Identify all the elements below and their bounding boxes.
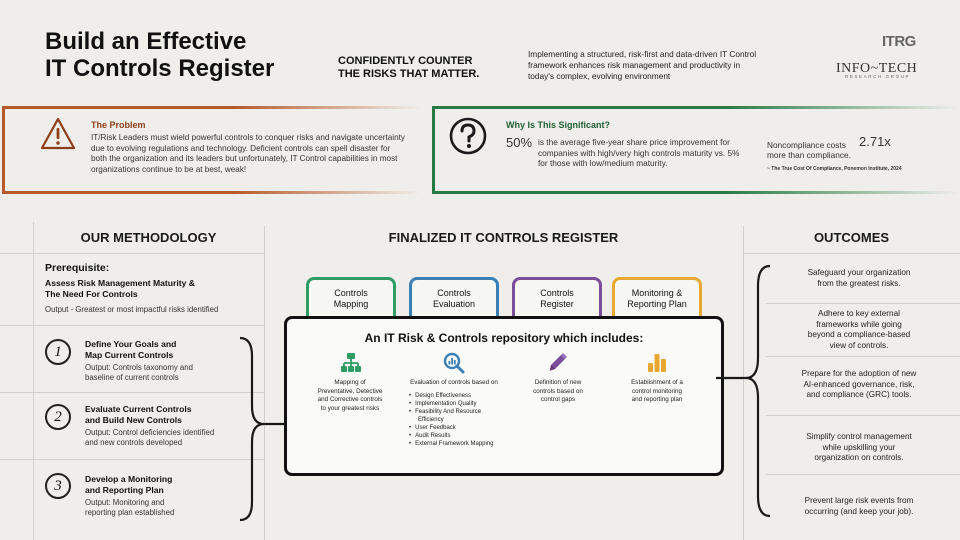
bar-chart-icon bbox=[648, 354, 666, 372]
prerequisite-title: Prerequisite: bbox=[45, 262, 110, 274]
evaluation-criteria-list: Design Effectiveness Implementation Qual… bbox=[409, 392, 519, 448]
evaluation-caption: Evaluation of controls based on bbox=[410, 379, 498, 386]
step-2-number: 2 bbox=[45, 404, 71, 430]
tab-controls-mapping: Controls Mapping bbox=[306, 277, 396, 321]
stat-50-text: is the average five-year share price imp… bbox=[538, 137, 740, 168]
tab-controls-register: Controls Register bbox=[512, 277, 602, 321]
step-3-number: 3 bbox=[45, 473, 71, 499]
problem-title: The Problem bbox=[91, 120, 146, 130]
register-heading: FINALIZED IT CONTROLS REGISTER bbox=[388, 230, 619, 245]
warning-icon bbox=[40, 117, 76, 150]
mapping-caption: Mapping of Preventative, Detective and C… bbox=[317, 379, 383, 412]
list-item: Feasibility And Resource bbox=[409, 408, 519, 416]
significance-title: Why Is This Significant? bbox=[506, 120, 611, 130]
monitoring-caption: Establishment of a control monitoring an… bbox=[631, 379, 683, 403]
question-icon bbox=[449, 117, 487, 155]
pencil-icon bbox=[549, 353, 567, 371]
step-2-title: Evaluate Current Controls and Build New … bbox=[85, 404, 192, 425]
list-item: User Feedback bbox=[409, 424, 519, 432]
noncompliance-suffix: more than compliance. bbox=[767, 150, 851, 160]
methodology-rule-1 bbox=[0, 325, 264, 326]
problem-box bbox=[2, 106, 420, 194]
outcome-rule-4 bbox=[766, 474, 960, 475]
methodology-heading: OUR METHODOLOGY bbox=[80, 230, 217, 245]
outcome-rule-3 bbox=[766, 415, 960, 416]
outcomes-header-rule bbox=[743, 253, 960, 254]
list-item: Design Effectiveness bbox=[409, 392, 519, 400]
outcomes-brace bbox=[716, 264, 771, 518]
new-controls-caption: Definition of new controls based on cont… bbox=[533, 379, 583, 403]
methodology-rule-2 bbox=[0, 392, 264, 393]
magnifier-chart-icon bbox=[443, 352, 465, 374]
prerequisite-subtitle: Assess Risk Management Maturity & The Ne… bbox=[45, 278, 195, 299]
repository-title: An IT Risk & Controls repository which i… bbox=[364, 331, 644, 345]
tagline: CONFIDENTLY COUNTER THE RISKS THAT MATTE… bbox=[338, 55, 480, 80]
list-item: Implementation Quality bbox=[409, 400, 519, 408]
itrg-logo: ITRG bbox=[882, 33, 916, 50]
intro-text: Implementing a structured, risk-first an… bbox=[528, 49, 757, 81]
methodology-divider bbox=[264, 226, 265, 540]
info-tech-logo: INFO~TECH bbox=[836, 61, 918, 76]
methodology-rule-3 bbox=[0, 459, 264, 460]
outcome-2: Adhere to key external frameworks while … bbox=[807, 309, 911, 350]
list-item: External Framework Mapping bbox=[409, 440, 519, 448]
tab-controls-evaluation: Controls Evaluation bbox=[409, 277, 499, 321]
tab-monitoring-reporting: Monitoring & Reporting Plan bbox=[612, 277, 702, 321]
hierarchy-icon bbox=[341, 353, 361, 372]
outcomes-heading: OUTCOMES bbox=[813, 230, 890, 245]
significance-box bbox=[432, 106, 958, 194]
step-3-title: Develop a Monitoring and Reporting Plan bbox=[85, 474, 173, 495]
prerequisite-output: Output - Greatest or most impactful risk… bbox=[45, 305, 219, 314]
list-item: Audit Results bbox=[409, 432, 519, 440]
step-3-output: Output: Monitoring and reporting plan es… bbox=[85, 498, 175, 517]
noncompliance-multiplier: 2.71x bbox=[859, 134, 891, 149]
left-divider bbox=[33, 222, 34, 540]
step-1-number: 1 bbox=[45, 339, 71, 365]
significance-source: ~ The True Cost Of Compliance, Ponemon I… bbox=[767, 166, 902, 172]
problem-text: IT/Risk Leaders must wield powerful cont… bbox=[91, 133, 406, 174]
page-title: Build an Effective IT Controls Register bbox=[45, 28, 275, 82]
list-item: Efficiency bbox=[418, 417, 444, 423]
step-1-title: Define Your Goals and Map Current Contro… bbox=[85, 339, 177, 360]
outcome-5: Prevent large risk events from occurring… bbox=[804, 496, 914, 516]
outcome-4: Simplify control management while upskil… bbox=[806, 432, 912, 462]
outcome-rule-2 bbox=[766, 356, 960, 357]
step-2-output: Output: Control deficiencies identified … bbox=[85, 428, 215, 447]
outcome-3: Prepare for the adoption of new AI-enhan… bbox=[801, 369, 917, 399]
step-1-output: Output: Controls taxonomy and baseline o… bbox=[85, 363, 193, 382]
research-group-label: RESEARCH GROUP bbox=[845, 74, 911, 79]
outcome-rule-1 bbox=[766, 303, 960, 304]
outcome-1: Safeguard your organization from the gre… bbox=[807, 268, 911, 288]
noncompliance-prefix: Noncompliance costs bbox=[767, 140, 846, 150]
stat-50-percent: 50% bbox=[506, 135, 533, 150]
methodology-header-rule bbox=[0, 253, 264, 254]
outcomes-divider bbox=[743, 226, 744, 540]
